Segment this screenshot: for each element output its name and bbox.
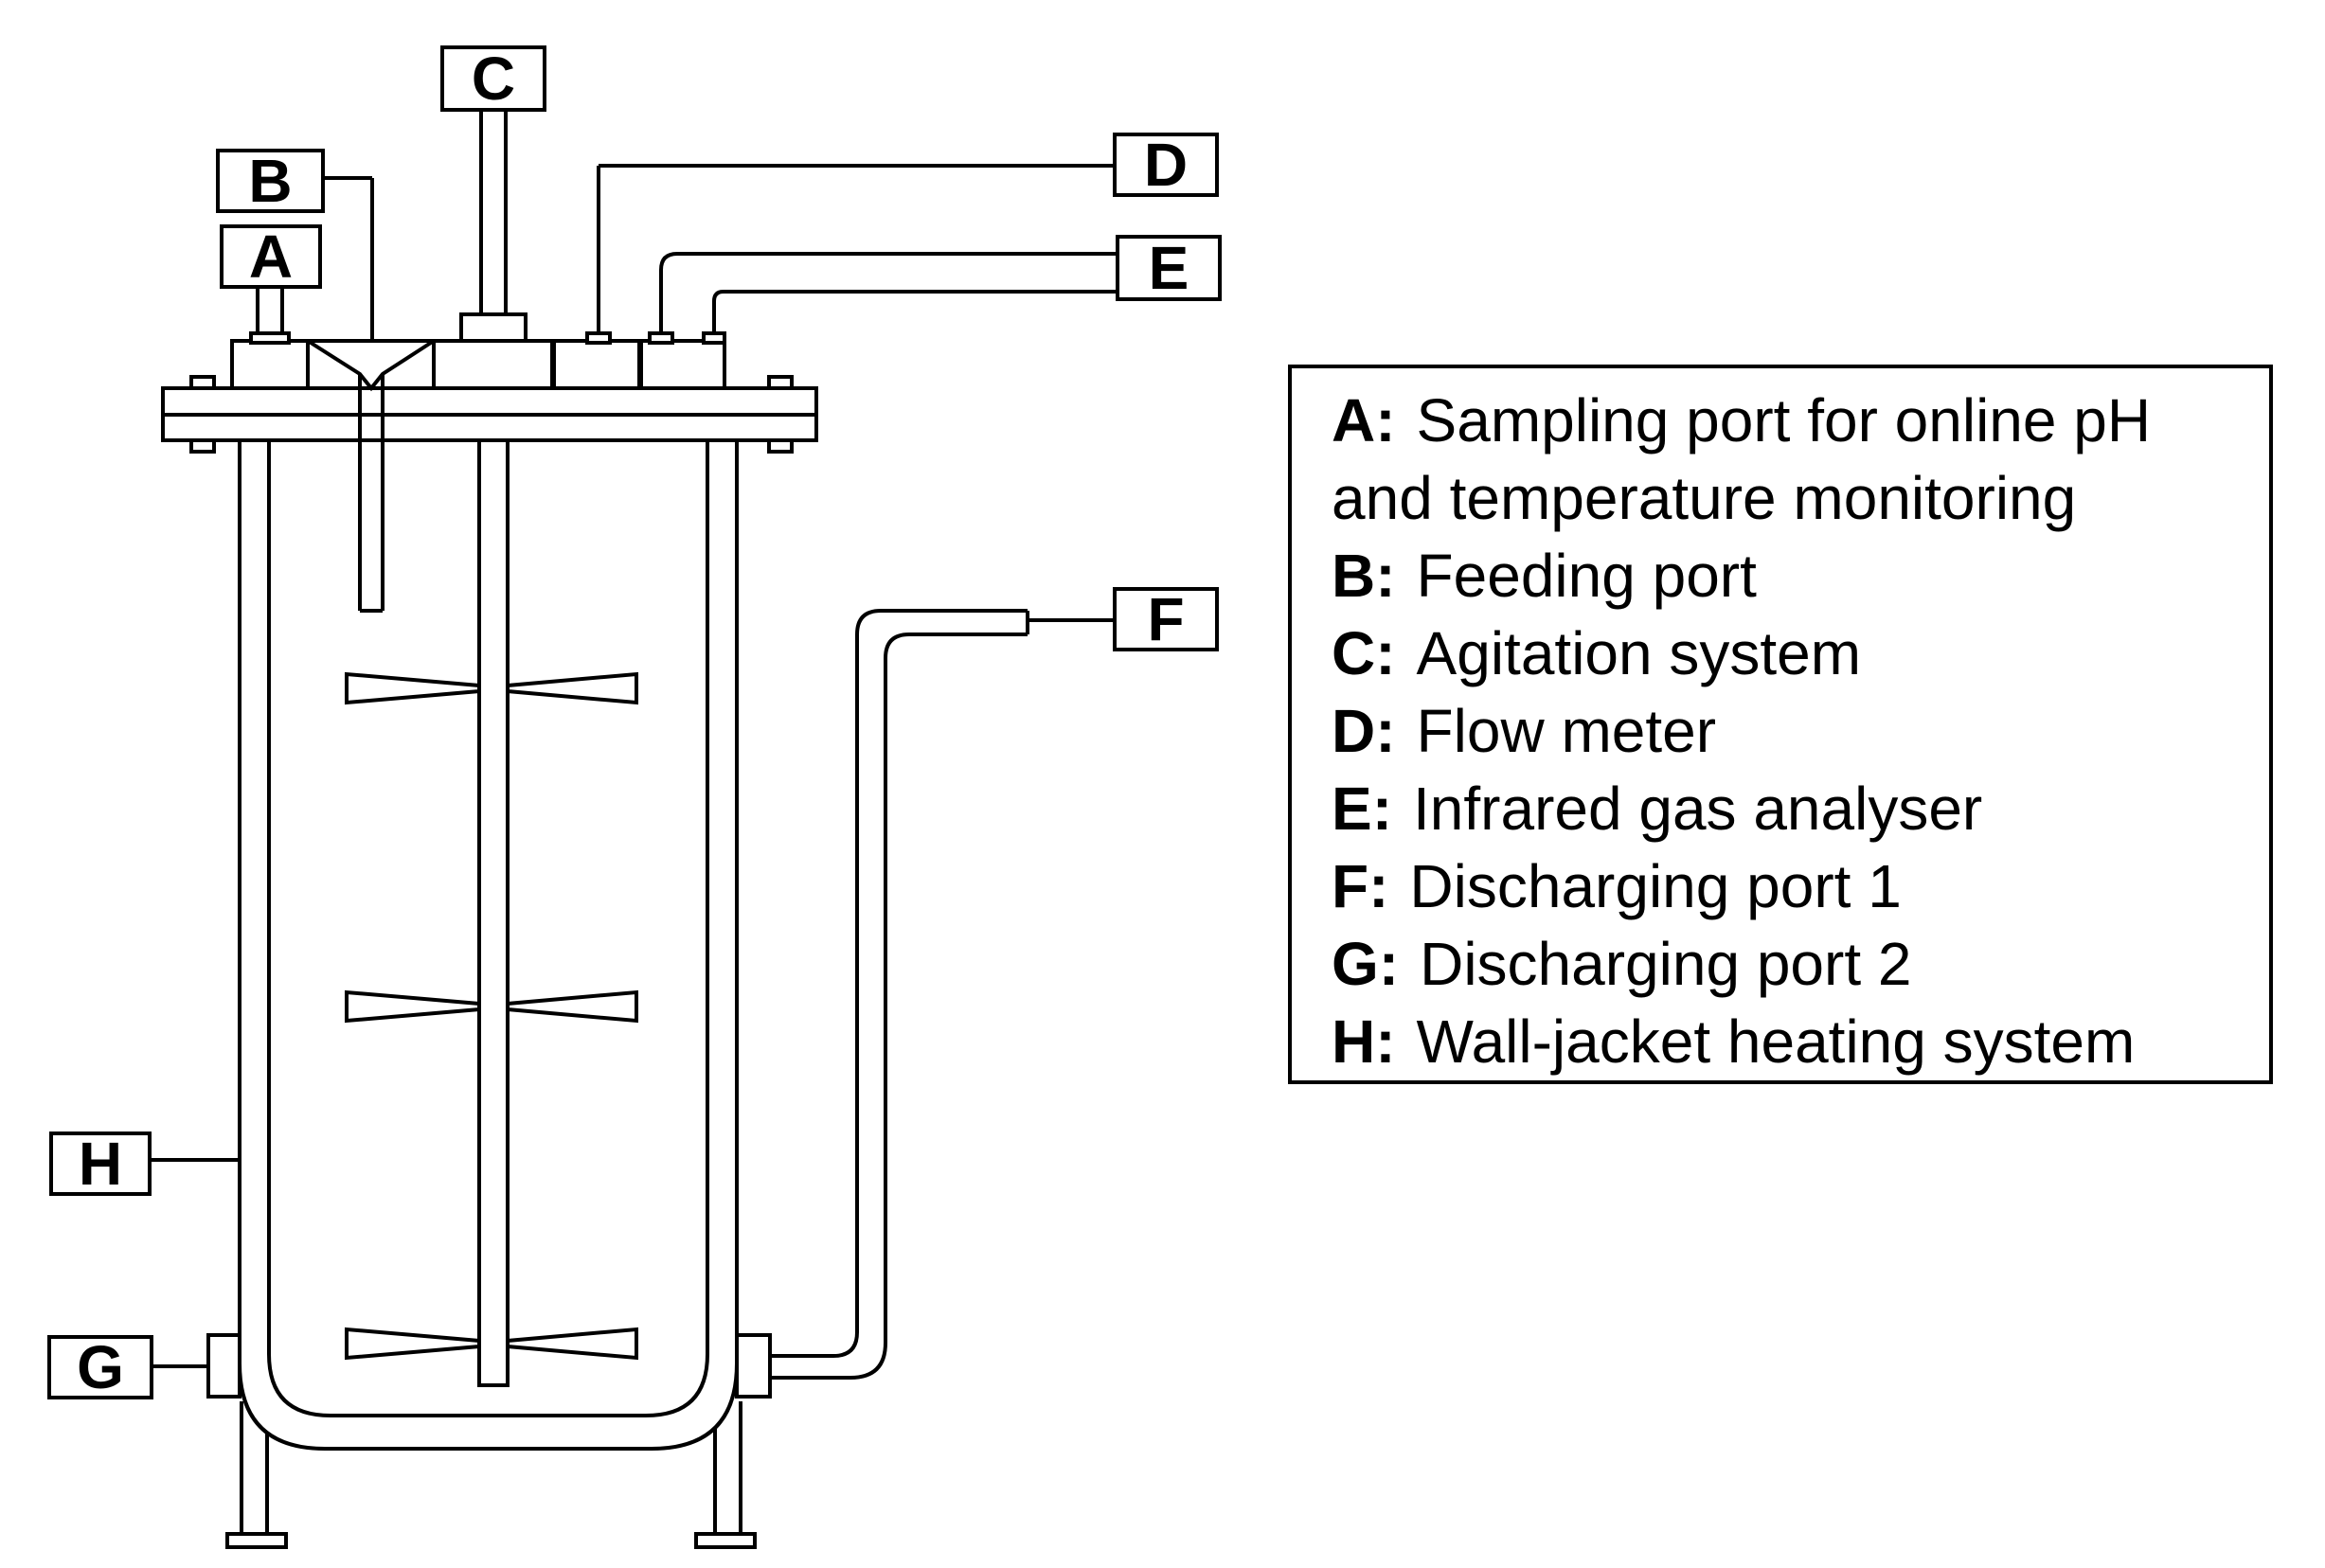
legend-text: Infrared gas analyser — [1413, 775, 1983, 843]
leader-lines — [152, 164, 1116, 1368]
legend-key: C: — [1332, 619, 1396, 687]
legend-key: E: — [1332, 775, 1392, 843]
label-e: E — [1116, 235, 1222, 301]
legend-item-h: H: Wall-jacket heating system — [1332, 1003, 2269, 1080]
label-h: H — [49, 1131, 152, 1196]
head-ports — [230, 331, 726, 390]
legend-text: Flow meter — [1416, 697, 1717, 765]
legend-item-c: C: Agitation system — [1332, 615, 2269, 692]
legend-text: and temperature monitoring — [1332, 464, 2077, 532]
agitator-shaft — [459, 111, 528, 1387]
legend-item-b: B: Feeding port — [1332, 537, 2269, 615]
label-g: G — [47, 1335, 153, 1399]
legend-key: F: — [1332, 852, 1389, 920]
legend-text: Discharging port 1 — [1409, 852, 1902, 920]
legend-text: Discharging port 2 — [1420, 930, 1912, 998]
impellers — [345, 671, 638, 1361]
port-a-stub — [256, 289, 284, 333]
discharge-pipe-f — [735, 609, 1029, 1399]
legend-key: G: — [1332, 930, 1400, 998]
label-f: F — [1113, 587, 1219, 651]
label-b: B — [216, 149, 325, 213]
legend-key: H: — [1332, 1007, 1396, 1076]
legend-text: Sampling port for online pH — [1416, 386, 2152, 454]
discharge-port-g — [206, 1333, 241, 1399]
legend-key: B: — [1332, 542, 1396, 610]
legend-key: D: — [1332, 697, 1396, 765]
legend-text: Agitation system — [1416, 619, 1862, 687]
vessel-inner-wall — [267, 440, 709, 1417]
label-c: C — [440, 45, 546, 112]
label-a: A — [220, 224, 322, 289]
legend-key: A: — [1332, 386, 1396, 454]
legend-item-a-continued: and temperature monitoring — [1332, 459, 2269, 537]
legend-item-g: G: Discharging port 2 — [1332, 925, 2269, 1003]
legend-item-d: D: Flow meter — [1332, 692, 2269, 770]
label-d: D — [1113, 133, 1219, 197]
legend-item-f: F: Discharging port 1 — [1332, 847, 2269, 925]
legend-box: A: Sampling port for online pH and temper… — [1288, 365, 2273, 1084]
feeding-funnel — [306, 339, 436, 613]
legend-item-e: E: Infrared gas analyser — [1332, 770, 2269, 847]
legend-text: Feeding port — [1416, 542, 1757, 610]
legend-text: Wall-jacket heating system — [1416, 1007, 2136, 1076]
legend-item-a: A: Sampling port for online pH — [1332, 382, 2269, 459]
